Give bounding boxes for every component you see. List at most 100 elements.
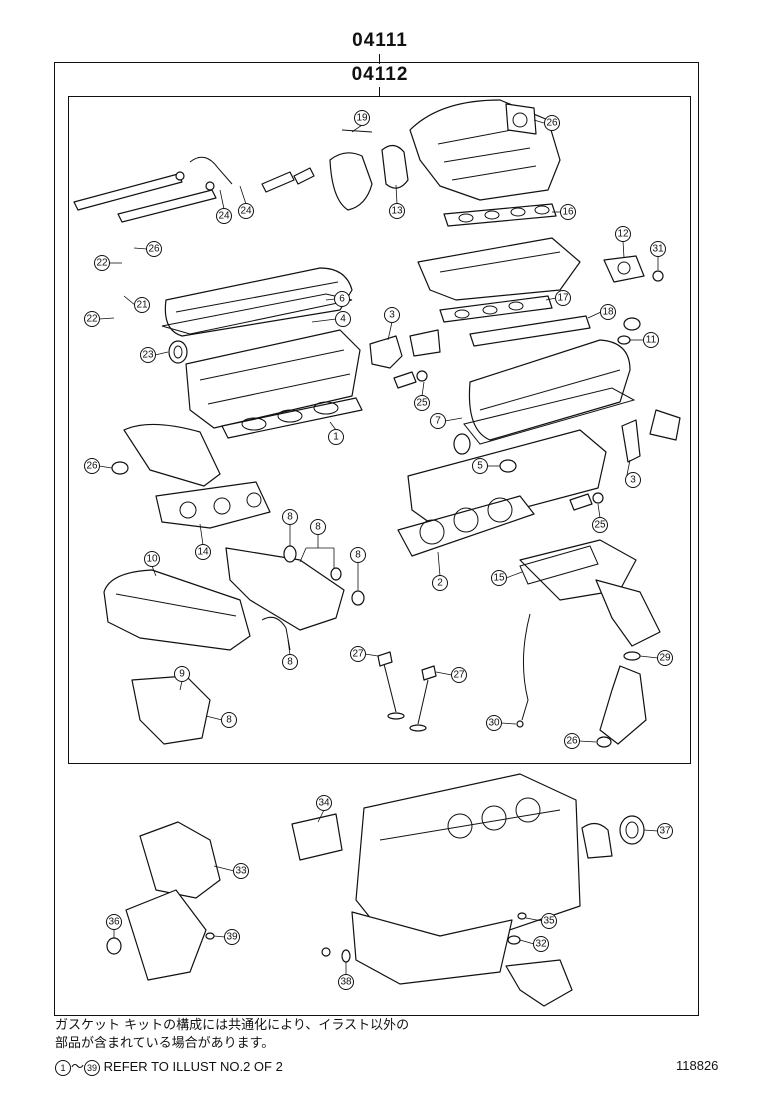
exhaust-pipe-right — [596, 651, 647, 748]
small-parts-lower — [205, 912, 573, 1007]
fuel-rail-left — [73, 156, 233, 223]
callout-34: 34 — [316, 795, 332, 823]
svg-text:27: 27 — [352, 649, 364, 660]
svg-text:22: 22 — [96, 258, 108, 269]
callout-11: 11 — [630, 332, 659, 348]
callout-31: 31 — [650, 241, 666, 270]
valve-cover-left — [164, 267, 353, 337]
svg-text:38: 38 — [340, 977, 352, 988]
svg-text:22: 22 — [86, 314, 98, 325]
callout-22-bottom: 22 — [84, 311, 115, 327]
intake-plenum — [409, 99, 561, 201]
seal-5 — [499, 459, 517, 473]
timing-gasket-8 — [261, 616, 291, 651]
note-japanese-line-2: 部品が含まれている場合があります。 — [55, 1036, 275, 1051]
callout-26-left: 26 — [84, 458, 113, 474]
callout-36: 36 — [106, 914, 122, 938]
note-japanese-line-1: ガスケット キットの構成には共通化により、イラスト以外の — [55, 1018, 410, 1033]
exhaust-manifold-right — [519, 539, 661, 647]
exhaust-manifold-left — [123, 423, 271, 529]
callout-3-right: 3 — [625, 459, 641, 488]
seal-26-left — [111, 461, 129, 475]
callout-24-right: 24 — [238, 185, 254, 219]
oil-pan — [351, 911, 513, 985]
callout-26-top: 26 — [533, 115, 560, 131]
callout-17: 17 — [545, 290, 571, 306]
callout-37: 37 — [643, 823, 673, 839]
cylinder-head-left — [185, 329, 361, 429]
callout-8-d: 8 — [282, 639, 298, 670]
callout-25-right: 25 — [592, 503, 608, 533]
svg-text:10: 10 — [146, 554, 158, 565]
valves — [377, 651, 437, 732]
svg-text:6: 6 — [339, 294, 345, 305]
callout-2: 2 — [432, 551, 448, 591]
dipstick-tube — [516, 613, 531, 728]
svg-text:39: 39 — [226, 932, 238, 943]
intake-gasket-16 — [443, 203, 557, 227]
svg-text:27: 27 — [453, 670, 465, 681]
svg-text:30: 30 — [488, 718, 500, 729]
callout-1: 1 — [328, 421, 344, 445]
callout-10: 10 — [144, 551, 160, 577]
callout-38: 38 — [338, 962, 354, 990]
head-gasket-1 — [221, 397, 363, 439]
svg-text:26: 26 — [148, 244, 160, 255]
callout-3-center: 3 — [384, 307, 400, 341]
callout-27-right: 27 — [435, 667, 467, 683]
valve-cover-gasket-7 — [453, 387, 636, 455]
callout-21: 21 — [123, 295, 150, 313]
callout-8-c: 8 — [350, 547, 366, 590]
callout-24-left: 24 — [216, 189, 232, 224]
svg-text:32: 32 — [535, 939, 547, 950]
callout-25-center: 25 — [414, 381, 430, 411]
callout-39: 39 — [213, 929, 240, 945]
intake-manifold — [417, 237, 581, 301]
throttle-body — [329, 129, 373, 211]
svg-text:21: 21 — [136, 300, 148, 311]
timing-case-33 — [125, 821, 221, 981]
callout-32: 32 — [519, 936, 549, 952]
throttle-gasket-13 — [381, 144, 409, 189]
callout-12: 12 — [615, 226, 631, 259]
seal-23 — [168, 340, 188, 364]
svg-text:37: 37 — [659, 826, 671, 837]
svg-text:3: 3 — [630, 475, 636, 486]
seal-36 — [106, 937, 122, 955]
valve-cover-right — [468, 339, 631, 441]
callout-8-e: 8 — [205, 712, 237, 728]
svg-text:3: 3 — [389, 310, 395, 321]
bracket-3 — [369, 329, 441, 369]
svg-text:23: 23 — [142, 350, 154, 361]
svg-text:18: 18 — [602, 307, 614, 318]
svg-text:4: 4 — [340, 314, 346, 325]
svg-text:31: 31 — [652, 244, 664, 255]
svg-text:24: 24 — [218, 211, 230, 222]
callout-27-left: 27 — [350, 646, 379, 662]
range-tilde: ～ — [71, 1059, 85, 1074]
svg-text:15: 15 — [493, 573, 505, 584]
callout-5: 5 — [472, 458, 500, 474]
bracket-3-right — [621, 409, 681, 463]
figure-number: 118826 — [676, 1058, 719, 1073]
callout-13: 13 — [389, 184, 405, 219]
plug-seal-25-right — [569, 492, 604, 511]
svg-text:8: 8 — [287, 512, 293, 523]
svg-text:8: 8 — [287, 657, 293, 668]
svg-text:16: 16 — [562, 207, 574, 218]
seals-8 — [283, 545, 365, 606]
callout-16: 16 — [552, 204, 576, 220]
svg-text:11: 11 — [646, 335, 657, 346]
callout-7: 7 — [430, 413, 463, 429]
range-end-circle: 39 — [84, 1059, 101, 1076]
callout-30: 30 — [486, 715, 517, 731]
valve-cover-gasket-6 — [161, 293, 353, 335]
seal-11 — [617, 317, 641, 345]
callout-8-a: 8 — [282, 509, 298, 546]
callout-22-top: 22 — [94, 255, 122, 271]
svg-text:36: 36 — [108, 917, 120, 928]
oil-pump-34 — [291, 813, 343, 861]
svg-text:8: 8 — [226, 715, 232, 726]
range-start-circle: 1 — [55, 1059, 71, 1076]
